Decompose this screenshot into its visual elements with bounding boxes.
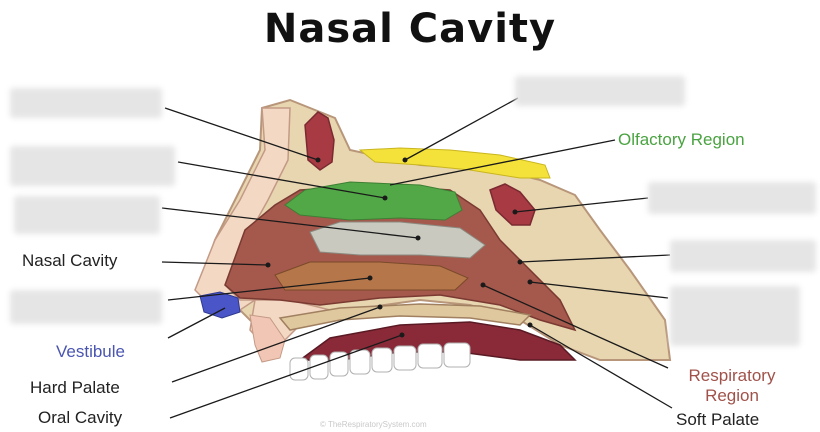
hidden-label-box[interactable] bbox=[648, 182, 816, 214]
hidden-label-box[interactable] bbox=[670, 240, 816, 272]
respiratory-region-label-line1: Respiratory bbox=[672, 366, 792, 386]
hard-palate-label: Hard Palate bbox=[30, 378, 120, 398]
olfactory-region-label: Olfactory Region bbox=[618, 130, 745, 150]
vestibule-label: Vestibule bbox=[56, 342, 125, 362]
respiratory-region-label: Respiratory Region bbox=[672, 366, 792, 406]
hidden-label-box[interactable] bbox=[10, 88, 162, 118]
respiratory-region-label-line2: Region bbox=[672, 386, 792, 406]
hidden-label-box[interactable] bbox=[14, 196, 160, 234]
hidden-label-box[interactable] bbox=[10, 290, 162, 324]
hidden-label-box[interactable] bbox=[515, 76, 685, 106]
superior-turbinate bbox=[310, 222, 485, 258]
hidden-label-box[interactable] bbox=[10, 146, 175, 186]
watermark: © TheRespiratorySystem.com bbox=[320, 420, 427, 429]
oral-cavity-label: Oral Cavity bbox=[38, 408, 122, 428]
nasal-cavity-label: Nasal Cavity bbox=[22, 251, 117, 271]
hidden-label-box[interactable] bbox=[670, 286, 800, 346]
soft-palate-label: Soft Palate bbox=[676, 410, 759, 430]
